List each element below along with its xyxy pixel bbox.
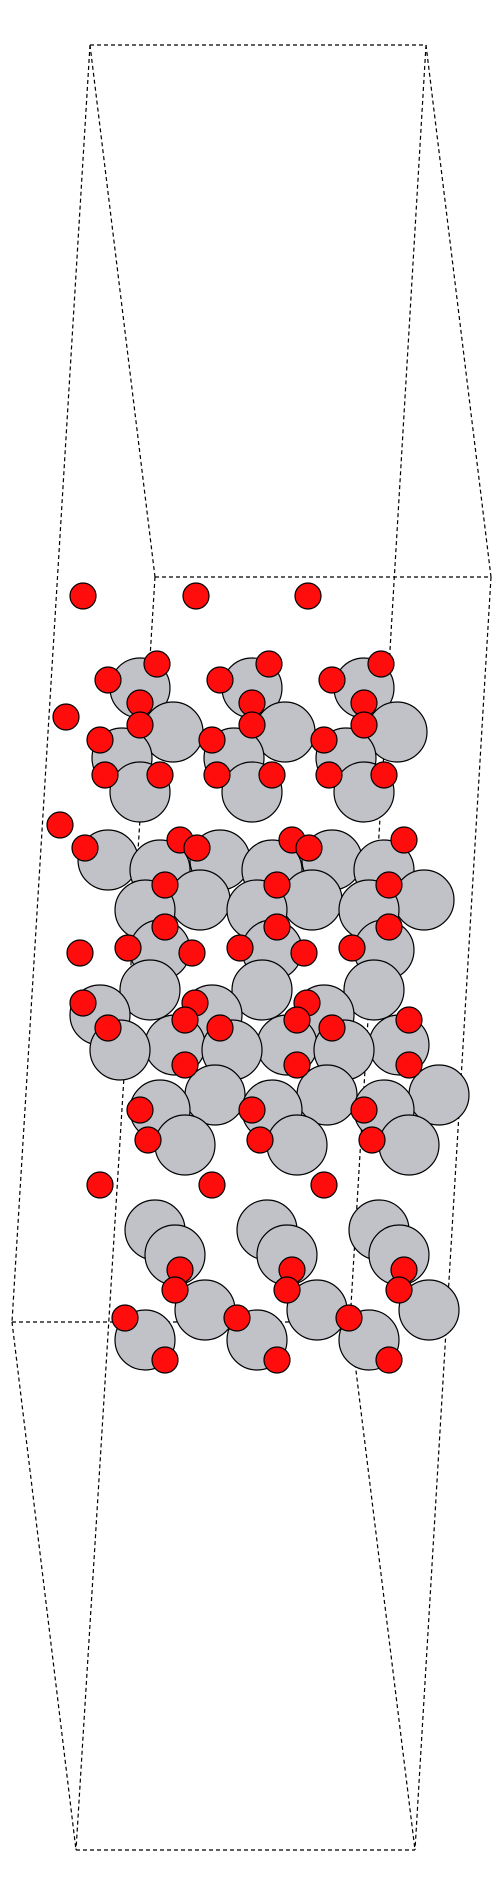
metal-atom <box>231 959 293 1021</box>
metal-atom <box>343 959 405 1021</box>
oxygen-atom <box>134 1126 162 1154</box>
oxygen-atom <box>183 834 211 862</box>
oxygen-atom <box>385 1276 413 1304</box>
oxygen-atom <box>375 913 403 941</box>
oxygen-atom <box>255 650 283 678</box>
oxygen-atom <box>94 1014 122 1042</box>
oxygen-atom <box>238 1096 266 1124</box>
oxygen-atom <box>367 650 395 678</box>
oxygen-atom <box>151 913 179 941</box>
oxygen-atom <box>226 934 254 962</box>
oxygen-atom <box>350 1096 378 1124</box>
oxygen-atom <box>283 1051 311 1079</box>
atoms-layer <box>46 582 470 1374</box>
metal-atom <box>119 959 181 1021</box>
oxygen-atom <box>46 811 74 839</box>
oxygen-atom <box>395 1051 423 1079</box>
oxygen-atom <box>69 989 97 1017</box>
oxygen-atom <box>66 939 94 967</box>
oxygen-atom <box>143 650 171 678</box>
oxygen-atom <box>263 1346 291 1374</box>
oxygen-atom <box>111 1304 139 1332</box>
oxygen-atom <box>375 871 403 899</box>
oxygen-atom <box>310 1171 338 1199</box>
oxygen-atom <box>338 934 366 962</box>
cell-edge <box>11 1321 77 1851</box>
oxygen-atom <box>310 726 338 754</box>
metal-atom <box>281 869 343 931</box>
oxygen-atom <box>273 1276 301 1304</box>
oxygen-atom <box>71 834 99 862</box>
metal-atom <box>378 1114 440 1176</box>
oxygen-atom <box>91 761 119 789</box>
oxygen-atom <box>283 1006 311 1034</box>
oxygen-atom <box>395 1006 423 1034</box>
oxygen-atom <box>69 582 97 610</box>
oxygen-atom <box>263 913 291 941</box>
oxygen-atom <box>246 1126 274 1154</box>
oxygen-atom <box>390 826 418 854</box>
oxygen-atom <box>263 871 291 899</box>
oxygen-atom <box>238 711 266 739</box>
cell-edge <box>349 1321 416 1851</box>
metal-atom <box>169 869 231 931</box>
oxygen-atom <box>151 1346 179 1374</box>
oxygen-atom <box>86 726 114 754</box>
oxygen-atom <box>223 1304 251 1332</box>
oxygen-atom <box>375 1346 403 1374</box>
oxygen-atom <box>206 1014 234 1042</box>
oxygen-atom <box>335 1304 363 1332</box>
oxygen-atom <box>358 1126 386 1154</box>
oxygen-atom <box>295 834 323 862</box>
oxygen-atom <box>171 1051 199 1079</box>
oxygen-atom <box>206 666 234 694</box>
oxygen-atom <box>370 761 398 789</box>
oxygen-atom <box>86 1171 114 1199</box>
oxygen-atom <box>94 666 122 694</box>
oxygen-atom <box>318 1014 346 1042</box>
oxygen-atom <box>258 761 286 789</box>
oxygen-atom <box>126 711 154 739</box>
oxygen-atom <box>182 582 210 610</box>
oxygen-atom <box>350 711 378 739</box>
oxygen-atom <box>294 582 322 610</box>
oxygen-atom <box>52 703 80 731</box>
oxygen-atom <box>198 726 226 754</box>
cell-edge <box>414 576 492 1851</box>
metal-atom <box>393 869 455 931</box>
oxygen-atom <box>315 761 343 789</box>
metal-atom <box>398 1279 460 1341</box>
oxygen-atom <box>114 934 142 962</box>
oxygen-atom <box>146 761 174 789</box>
oxygen-atom <box>171 1006 199 1034</box>
cell-edge <box>89 44 156 578</box>
oxygen-atom <box>318 666 346 694</box>
metal-atom <box>266 1114 328 1176</box>
oxygen-atom <box>203 761 231 789</box>
oxygen-atom <box>161 1276 189 1304</box>
oxygen-atom <box>290 939 318 967</box>
oxygen-atom <box>198 1171 226 1199</box>
metal-atom <box>154 1114 216 1176</box>
cell-edge <box>11 44 91 1323</box>
oxygen-atom <box>178 939 206 967</box>
cell-edge <box>425 44 492 578</box>
oxygen-atom <box>151 871 179 899</box>
oxygen-atom <box>126 1096 154 1124</box>
